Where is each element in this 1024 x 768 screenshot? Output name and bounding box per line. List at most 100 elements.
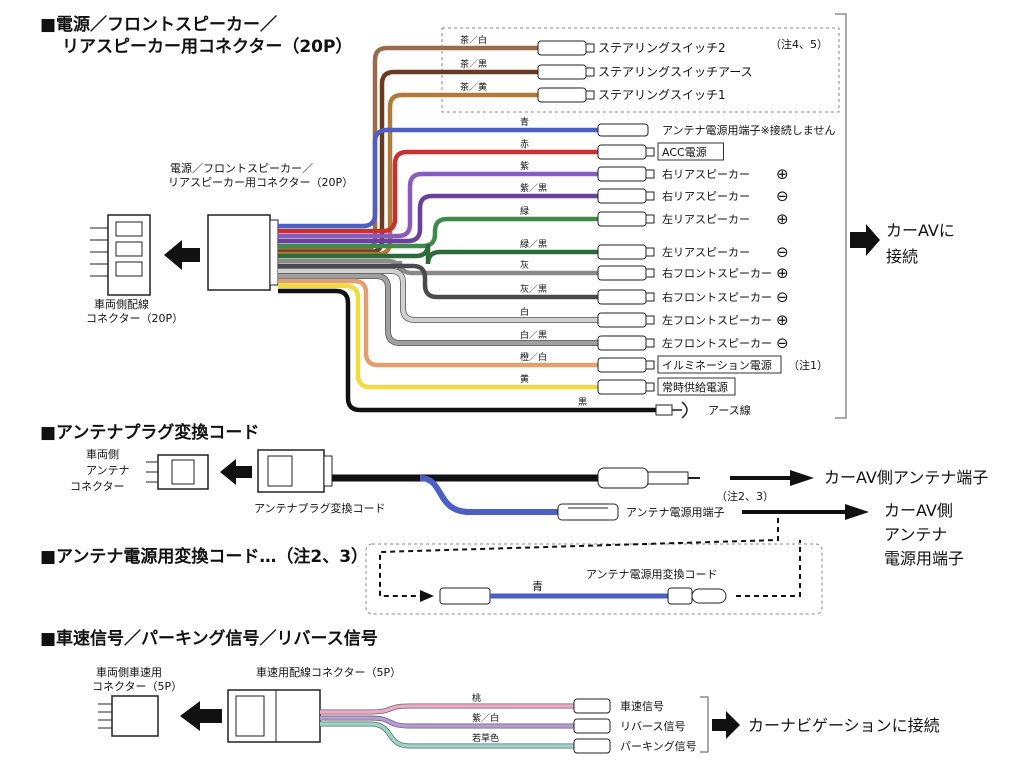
terminal-plug bbox=[597, 188, 647, 204]
polarity-symbol: ⊖ bbox=[776, 288, 789, 306]
antenna-plug bbox=[597, 467, 700, 489]
s2-note: （注2、3） bbox=[716, 489, 774, 503]
terminal-label: 左フロントスピーカー bbox=[662, 314, 772, 327]
polarity-symbol: ⊖ bbox=[776, 243, 789, 261]
terminal-label: ステアリングスイッチアース bbox=[598, 65, 753, 79]
section2-title: ■アンテナプラグ変換コード bbox=[40, 422, 259, 443]
wire-path bbox=[278, 127, 598, 229]
s3-dashed-path-left bbox=[379, 518, 779, 597]
terminal-label: 左フロントスピーカー bbox=[662, 337, 772, 350]
s2-dest1: カーAV側アンテナ端子 bbox=[824, 468, 988, 487]
s2-dest2-line1: カーAV側 bbox=[884, 501, 953, 520]
wire-color-label: 緑 bbox=[520, 205, 529, 217]
terminal-tip bbox=[645, 247, 655, 257]
s4-wire-path bbox=[320, 704, 574, 714]
wire-path bbox=[278, 283, 598, 390]
s4-wire-color-label: 桃 bbox=[472, 692, 481, 704]
vehicle-antenna-connector bbox=[146, 454, 209, 490]
terminal-plug bbox=[537, 40, 587, 56]
section1-title-line2: リアスピーカー用コネクター（20P） bbox=[62, 36, 352, 57]
terminal-label: ACC電源 bbox=[662, 145, 707, 159]
s3-cord-label: アンテナ電源用変換コード bbox=[586, 567, 718, 581]
vehicle-speed-connector bbox=[98, 695, 159, 737]
ground-terminal bbox=[655, 404, 673, 416]
main-connector-label-line2: リアスピーカー用コネクター（20P） bbox=[168, 176, 353, 189]
vehicle-connector-20p bbox=[90, 214, 151, 296]
main-connector-20p bbox=[207, 214, 279, 291]
terminal-label: 右フロントスピーカー bbox=[662, 290, 772, 304]
wire-path bbox=[278, 263, 598, 300]
wire-color-label: 紫 bbox=[520, 161, 529, 172]
wire-color-label: 白 bbox=[520, 306, 529, 318]
s2-vehicle-arrow bbox=[220, 459, 252, 485]
s3-converter-plug-right bbox=[667, 587, 727, 605]
terminal-label-box bbox=[657, 142, 724, 161]
s4-terminal-label: リバース信号 bbox=[620, 720, 685, 733]
section1-wires: 茶／白ステアリングスイッチ2茶／黒ステアリングスイッチアース茶／黄ステアリングス… bbox=[278, 34, 835, 419]
s4-terminal-label: パーキング信号 bbox=[620, 739, 697, 753]
terminal-label: 右フロントスピーカー bbox=[662, 266, 772, 280]
wire-path bbox=[278, 171, 598, 239]
s4-vehicle-line1: 車両側車速用 bbox=[96, 665, 162, 679]
vehicle-connector-arrow bbox=[164, 240, 200, 270]
terminal-plug bbox=[537, 87, 587, 103]
s3-wire-label: 青 bbox=[532, 580, 543, 593]
wire-color-label: 茶／白 bbox=[460, 34, 487, 46]
ground-lug bbox=[672, 401, 688, 419]
wire-path bbox=[278, 288, 656, 413]
terminal-tip bbox=[585, 67, 595, 77]
s4-wire-color-label: 若草色 bbox=[472, 732, 499, 744]
speed-wiring-connector-5p bbox=[227, 689, 321, 743]
s4-wire-color-label: 紫／白 bbox=[472, 712, 499, 724]
s2-vehicle-line1: 車両側 bbox=[86, 447, 119, 461]
s3-dashed-box bbox=[365, 543, 823, 615]
s2-terminal-label: アンテナ電源用端子 bbox=[626, 505, 725, 519]
wire-color-label: 黒 bbox=[578, 397, 587, 408]
main-connector-label-line1: 電源／フロントスピーカー／ bbox=[170, 161, 313, 175]
section4-title: ■車速信号／パーキング信号／リバース信号 bbox=[40, 628, 378, 649]
wire-color-label: 橙／白 bbox=[520, 351, 547, 363]
s2-dest2-line2: アンテナ bbox=[884, 525, 947, 544]
s2-dest1-arrow bbox=[790, 470, 814, 486]
terminal-label-box bbox=[657, 355, 782, 374]
s3-arrow-left bbox=[420, 590, 434, 602]
wire-color-label: 灰／黒 bbox=[520, 283, 547, 295]
polarity-symbol: ⊕ bbox=[776, 311, 789, 329]
wire-color-label: 緑／黒 bbox=[520, 238, 547, 250]
s2-vehicle-line2: アンテナ bbox=[86, 464, 130, 477]
s2-dest2-line3: 電源用端子 bbox=[884, 549, 964, 568]
s4-terminal-label: 車速信号 bbox=[620, 699, 664, 713]
wire-path bbox=[278, 268, 598, 323]
s2-blue-cable bbox=[419, 475, 560, 515]
s2-dest2-arrow bbox=[845, 504, 869, 520]
terminal-plug bbox=[597, 166, 647, 182]
wire-color-label: 赤 bbox=[520, 139, 529, 150]
terminal-plug bbox=[597, 244, 647, 260]
terminal-plug bbox=[597, 289, 647, 305]
terminal-plug bbox=[597, 211, 647, 227]
wire-path bbox=[278, 92, 538, 257]
wire-color-label: 白／黒 bbox=[520, 329, 547, 341]
antenna-terminal bbox=[597, 123, 649, 137]
section3-title: ■アンテナ電源用変換コード…（注2、3） bbox=[40, 546, 368, 567]
terminal-tip bbox=[645, 315, 655, 325]
connect-arrow bbox=[850, 224, 880, 256]
terminal-tip bbox=[645, 191, 655, 201]
wire-color-label: 青 bbox=[520, 116, 529, 128]
s4-bracket bbox=[700, 696, 709, 753]
vehicle-connector-label-line2: コネクター（20P） bbox=[86, 312, 183, 325]
terminal-label-box bbox=[657, 377, 736, 396]
wire-color-label: 紫／黒 bbox=[520, 183, 547, 194]
s4-terminal-plug bbox=[573, 738, 611, 754]
s2-antenna-power-terminal bbox=[557, 503, 619, 521]
s4-dest: カーナビゲーションに接続 bbox=[748, 716, 940, 735]
terminal-label: 右リアスピーカー bbox=[662, 167, 750, 181]
terminal-tip bbox=[645, 360, 655, 370]
section1-title-line1: ■電源／フロントスピーカー／ bbox=[40, 14, 277, 35]
wire-path bbox=[278, 69, 538, 255]
wire-path bbox=[278, 273, 598, 346]
illumination-note: （注1） bbox=[788, 358, 828, 372]
terminal-plug bbox=[597, 357, 647, 373]
terminal-tip bbox=[585, 90, 595, 100]
